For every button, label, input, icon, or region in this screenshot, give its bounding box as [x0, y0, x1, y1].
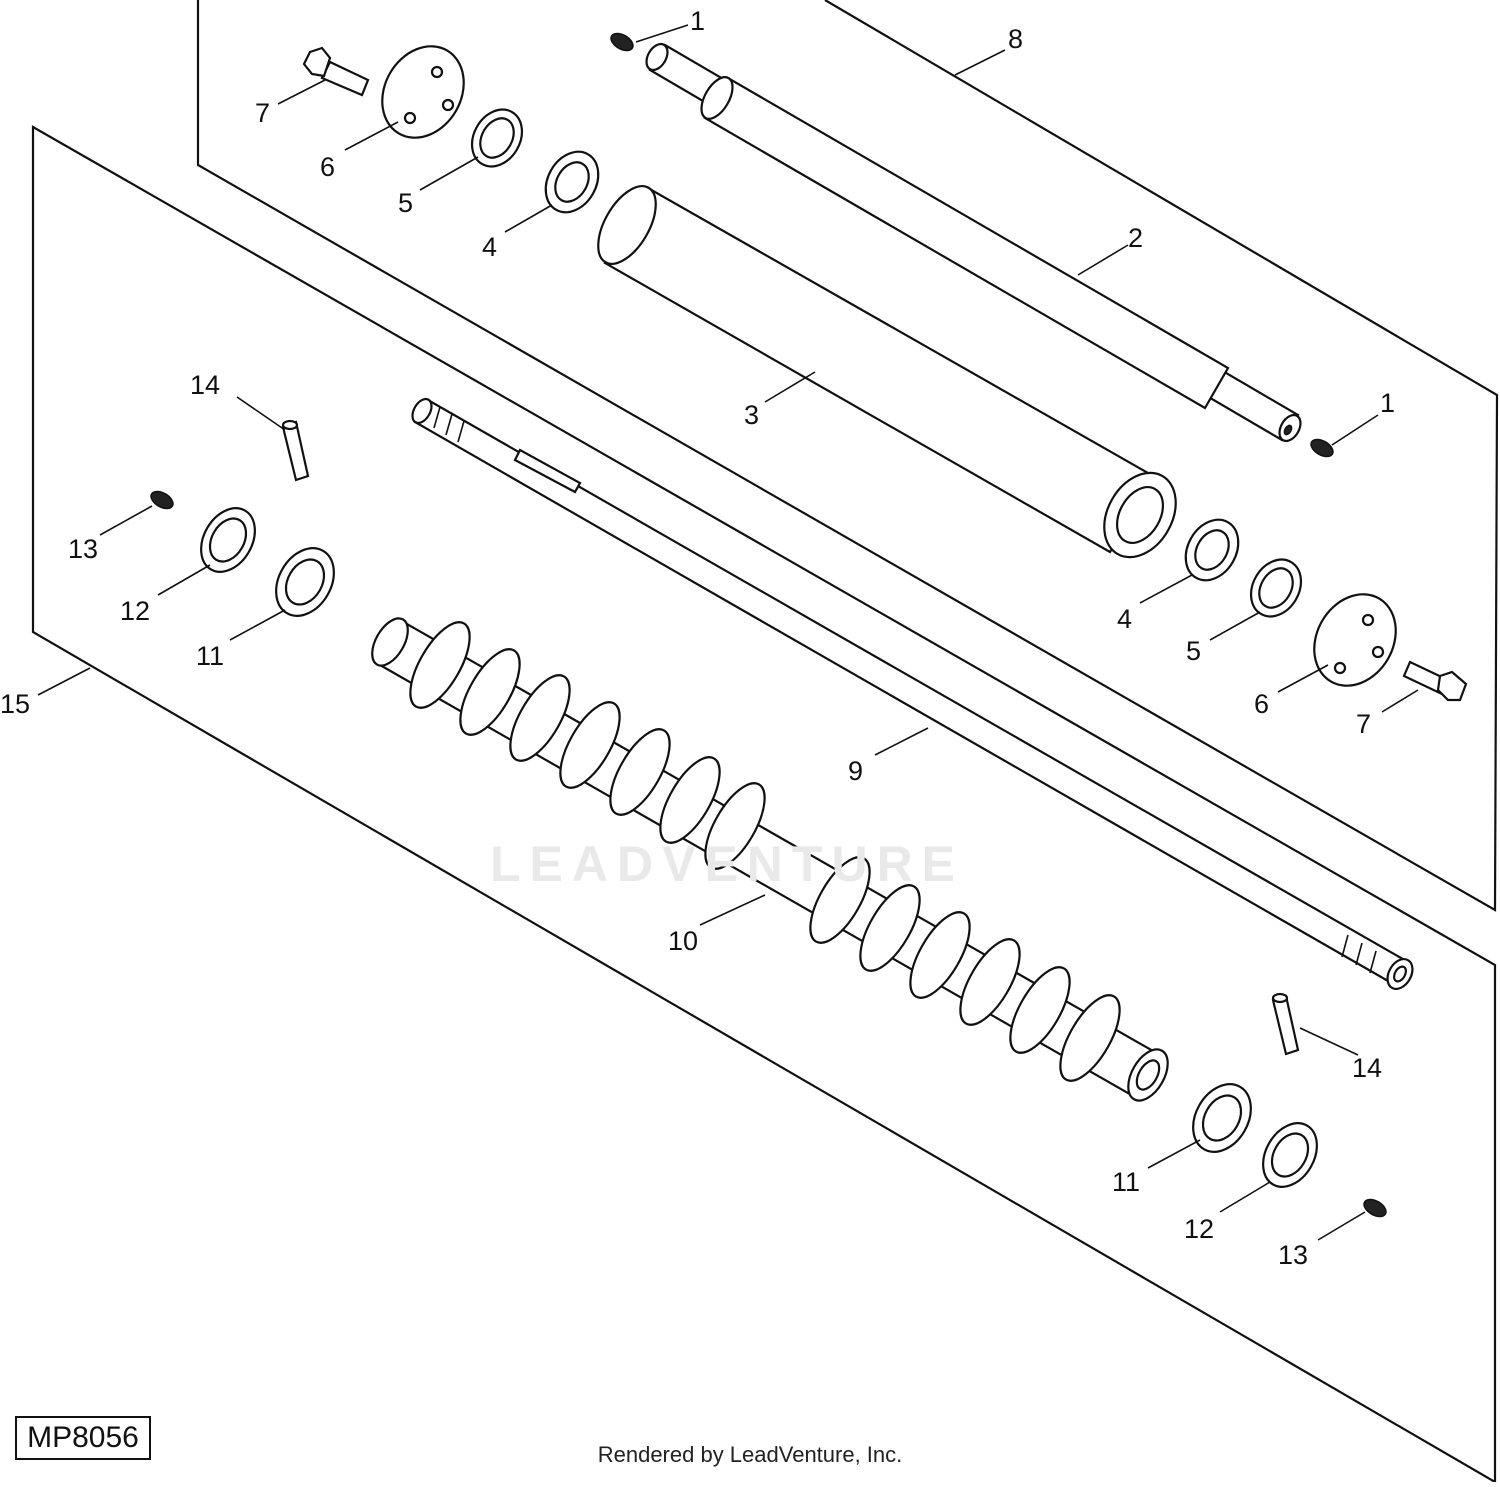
callout-7-left: 7: [255, 98, 270, 128]
grease-fitting-part-1-top: [610, 32, 634, 52]
callout-3: 3: [744, 400, 759, 430]
callout-5-left: 5: [398, 188, 413, 218]
callout-6-left: 6: [320, 152, 335, 182]
upper-assembly-panel: [196, 0, 1499, 912]
seal-part-12-left: [200, 507, 256, 573]
bearing-part-11-left: [275, 547, 335, 617]
pin-part-14-right: [1271, 992, 1300, 1056]
bearing-part-4-left: [544, 150, 600, 214]
footer-credit: Rendered by LeadVenture, Inc.: [597, 1442, 903, 1467]
callout-9: 9: [848, 756, 863, 786]
seal-part-12-right: [1262, 1122, 1318, 1188]
callout-4-right: 4: [1117, 604, 1132, 634]
callouts: 1 8 7 6 5 4 2 3 1 14 13 12 11 15 4 5 6 7…: [0, 6, 1395, 1270]
grease-fitting-part-1-right: [1310, 438, 1334, 458]
callout-11-right: 11: [1112, 1167, 1140, 1197]
seal-part-5-right: [1249, 558, 1303, 618]
callout-10: 10: [668, 926, 698, 956]
callout-4-left: 4: [482, 232, 497, 262]
callout-12-right: 12: [1184, 1214, 1214, 1244]
callout-6-right: 6: [1254, 689, 1269, 719]
callout-1-top: 1: [690, 6, 705, 36]
callout-14-right: 14: [1352, 1053, 1382, 1083]
bearing-part-11-right: [1192, 1083, 1252, 1153]
diagram-id-label: MP8056: [15, 1416, 151, 1460]
end-cap-part-6-right: [1313, 593, 1397, 687]
callout-8: 8: [1008, 24, 1023, 54]
auger-part-10: [371, 617, 1169, 1102]
roller-tube-part-3: [597, 185, 1177, 559]
bearing-part-4-right: [1184, 518, 1240, 582]
callout-11-left: 11: [196, 641, 224, 671]
callout-2: 2: [1128, 223, 1143, 253]
end-cap-part-6-left: [381, 45, 465, 139]
grease-fitting-part-13-right: [1363, 1198, 1387, 1218]
callout-13-right: 13: [1278, 1240, 1308, 1270]
callout-15: 15: [0, 689, 30, 719]
watermark: LEADVENTURE: [490, 836, 965, 892]
bolt-part-7-left: [302, 46, 370, 97]
pin-part-14-left: [281, 419, 310, 482]
callout-1-right: 1: [1380, 388, 1395, 418]
callout-5-right: 5: [1186, 636, 1201, 666]
seal-part-5-left: [470, 108, 524, 168]
callout-14-left: 14: [190, 370, 220, 400]
shaft-part-2: [645, 42, 1302, 443]
callout-13-left: 13: [68, 534, 98, 564]
drive-shaft-part-9: [411, 397, 1414, 991]
grease-fitting-part-13-left: [150, 490, 174, 510]
bolt-part-7-right: [1402, 660, 1468, 702]
leader-lines: [37, 24, 1419, 1241]
callout-7-right: 7: [1356, 709, 1371, 739]
callout-12-left: 12: [120, 596, 150, 626]
